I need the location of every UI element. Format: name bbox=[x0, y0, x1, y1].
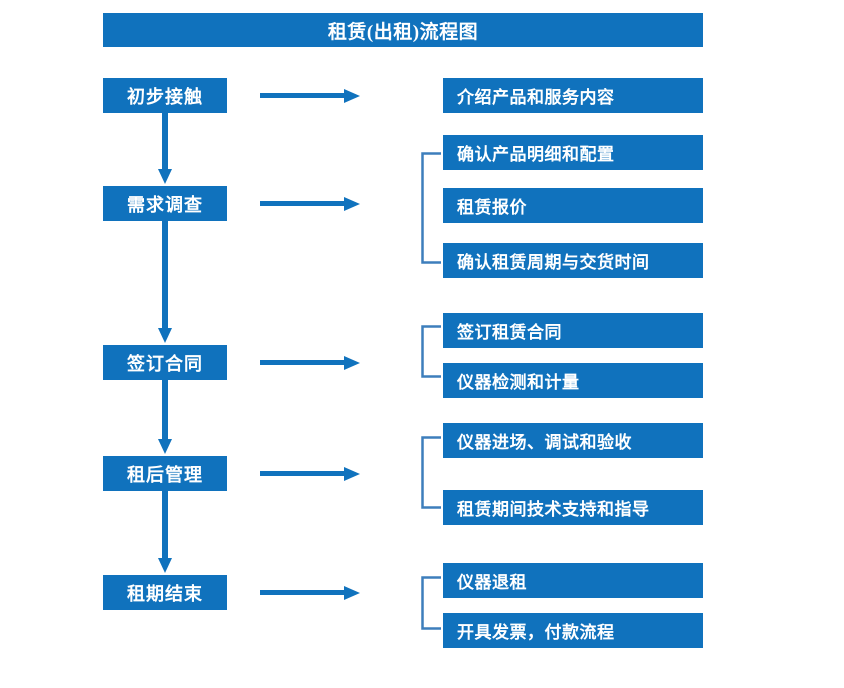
detail-box-1[interactable]: 介绍产品和服务内容 bbox=[443, 78, 703, 113]
bracket-group-3 bbox=[420, 325, 442, 378]
down-arrow-4-to-5 bbox=[157, 491, 173, 575]
detail-box-6[interactable]: 仪器检测和计量 bbox=[443, 363, 703, 398]
detail-box-8[interactable]: 租赁期间技术支持和指导 bbox=[443, 490, 703, 525]
stage-box-5[interactable]: 租期结束 bbox=[103, 575, 227, 610]
down-arrow-2-to-3 bbox=[157, 221, 173, 345]
right-arrow-stage-4 bbox=[260, 466, 360, 482]
detail-box-4[interactable]: 确认租赁周期与交货时间 bbox=[443, 243, 703, 278]
down-arrow-3-to-4 bbox=[157, 380, 173, 456]
stage-box-4[interactable]: 租后管理 bbox=[103, 456, 227, 491]
bracket-group-5 bbox=[420, 576, 442, 630]
bracket-group-2 bbox=[420, 152, 442, 264]
detail-box-9[interactable]: 仪器退租 bbox=[443, 563, 703, 598]
stage-box-2[interactable]: 需求调查 bbox=[103, 186, 227, 221]
detail-box-7[interactable]: 仪器进场、调试和验收 bbox=[443, 423, 703, 458]
stage-box-1[interactable]: 初步接触 bbox=[103, 78, 227, 113]
detail-box-3[interactable]: 租赁报价 bbox=[443, 188, 703, 223]
detail-box-5[interactable]: 签订租赁合同 bbox=[443, 313, 703, 348]
right-arrow-stage-2 bbox=[260, 196, 360, 212]
detail-box-2[interactable]: 确认产品明细和配置 bbox=[443, 135, 703, 170]
diagram-title: 租赁(出租)流程图 bbox=[103, 13, 703, 47]
right-arrow-stage-3 bbox=[260, 355, 360, 371]
bracket-group-4 bbox=[420, 436, 442, 509]
detail-box-10[interactable]: 开具发票，付款流程 bbox=[443, 613, 703, 648]
stage-box-3[interactable]: 签订合同 bbox=[103, 345, 227, 380]
right-arrow-stage-5 bbox=[260, 585, 360, 601]
right-arrow-stage-1 bbox=[260, 88, 360, 104]
down-arrow-1-to-2 bbox=[157, 113, 173, 186]
